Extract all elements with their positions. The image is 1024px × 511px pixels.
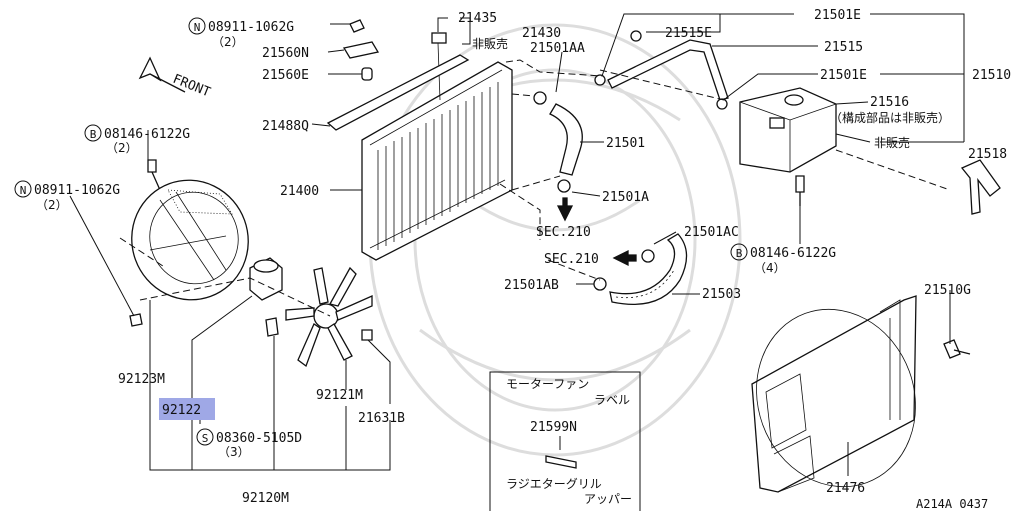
label-21516: 21516 [870, 95, 909, 110]
label-21515: 21515 [824, 40, 863, 55]
hose-21501 [549, 103, 583, 176]
shroud-21476 [751, 295, 917, 493]
symbol-b-left: B [84, 124, 102, 142]
label-21501aa: 21501AA [530, 41, 585, 56]
label-21518: 21518 [968, 147, 1007, 162]
label-21488q: 21488Q [262, 119, 309, 134]
label-21501ab: 21501AB [504, 278, 559, 293]
symbol-b-right: B [730, 243, 748, 261]
clamps [533, 30, 728, 291]
label-s08360-qty: （3） [218, 445, 250, 459]
front-arrow [138, 56, 186, 93]
label-21435: 21435 [458, 11, 497, 26]
bushing-21560e [361, 67, 373, 81]
label-21430: 21430 [522, 26, 561, 41]
sec210-arrow-b [612, 249, 637, 267]
label-sec210-a: SEC.210 [536, 225, 591, 240]
label-21501e-mid: 21501E [820, 68, 867, 83]
bracket-21560n [342, 41, 380, 59]
label-92123m: 92123M [118, 372, 165, 387]
svg-text:S: S [202, 432, 209, 445]
label-21503: 21503 [702, 287, 741, 302]
label-hibanbai-2: 非販売 [874, 135, 910, 150]
label-21599n [545, 455, 577, 469]
label-21599n: 21599N [530, 420, 577, 435]
label-21501e-top: 21501E [814, 8, 861, 23]
label-21501ac: 21501AC [684, 225, 739, 240]
radiator-21400 [326, 32, 513, 261]
fan-shroud-92123m [131, 179, 249, 301]
label-21560n: 21560N [262, 46, 309, 61]
label-b08146-left: 08146-6122G [104, 127, 190, 142]
label-21510g: 21510G [924, 283, 971, 298]
label-21515e: 21515E [665, 26, 712, 41]
label-21501: 21501 [606, 136, 645, 151]
label-front: FRONT [171, 72, 213, 101]
label-n08911-top-qty: （2） [212, 35, 244, 49]
label-sec210-b: SEC.210 [544, 252, 599, 267]
highlight-92122 [159, 398, 215, 420]
label-s08360: 08360-5105D [216, 431, 302, 446]
symbol-s: S [196, 428, 214, 446]
seal-21488q [326, 54, 470, 131]
label-hibanbai-1: 非販売 [472, 36, 508, 51]
fan-motor-92122 [249, 257, 283, 301]
leader-lines [69, 13, 965, 476]
label-21400: 21400 [280, 184, 319, 199]
label-b08146-left-qty: （2） [106, 141, 138, 155]
symbol-n-left: N [14, 180, 32, 198]
label-grille1: ラジエターグリル [506, 477, 602, 491]
label-b08146-right: 08146-6122G [750, 246, 836, 261]
label-92122: 92122 [162, 403, 201, 418]
motor-fan-label-box [489, 371, 641, 511]
label-grille2: アッパー [584, 492, 632, 506]
sec210-arrow-a [556, 197, 574, 222]
label-box-title2: ラベル [594, 393, 630, 407]
dashed-lines [119, 59, 951, 317]
label-21560e: 21560E [262, 68, 309, 83]
label-box-title1: モーターファン [506, 377, 589, 391]
svg-text:N: N [20, 184, 27, 197]
radiator-cap [431, 32, 447, 44]
label-21516-note: （構成部品は非販売） [830, 110, 950, 125]
svg-text:B: B [90, 128, 97, 141]
bolts [129, 159, 971, 359]
fan-blade-92121m [285, 266, 373, 368]
figure-code: A214A 0437 [916, 497, 988, 511]
svg-text:N: N [194, 21, 201, 34]
label-n08911-left-qty: （2） [36, 198, 68, 212]
hose-21503 [609, 233, 688, 305]
label-92120m: 92120M [242, 491, 289, 506]
hardware-top-left [342, 19, 380, 81]
symbol-n-top: N [188, 17, 206, 35]
label-21510: 21510 [972, 68, 1011, 83]
label-21501a: 21501A [602, 190, 649, 205]
label-21631b: 21631B [358, 411, 405, 426]
watermark-crest [368, 23, 742, 457]
label-92121m: 92121M [316, 388, 363, 403]
label-n08911-top: 08911-1062G [208, 20, 294, 35]
label-n08911-left: 08911-1062G [34, 183, 120, 198]
svg-text:B: B [736, 247, 743, 260]
reservoir-21516 [739, 87, 837, 173]
bracket-21518 [960, 159, 1001, 215]
label-b08146-right-qty: （4） [754, 261, 786, 275]
nut-08911 [349, 19, 365, 33]
label-21476: 21476 [826, 481, 865, 496]
